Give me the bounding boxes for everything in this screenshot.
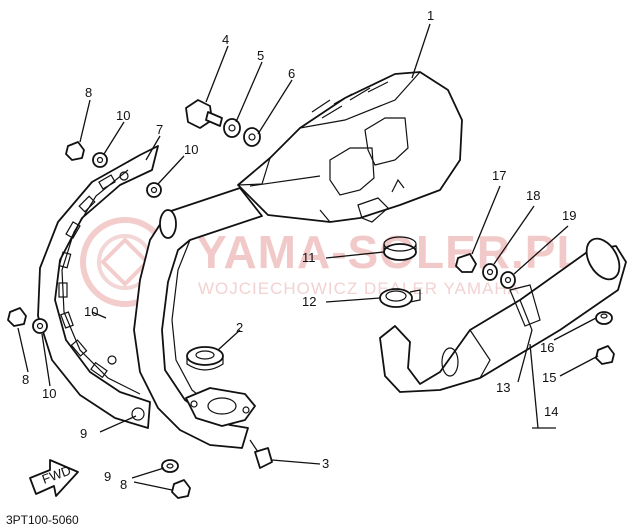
leader-lines (17, 23, 599, 491)
callout-16: 16 (540, 340, 554, 355)
callout-8-left: 8 (22, 372, 29, 387)
bolt-part-8-top (65, 141, 85, 161)
callout-4: 4 (222, 32, 229, 47)
washer-part-6 (243, 127, 261, 147)
callout-17: 17 (492, 168, 506, 183)
bolt-part-17 (455, 253, 477, 273)
callout-11: 11 (302, 250, 316, 265)
watermark-sub-text: WOJCIECHOWICZ DEALER YAMAHA (198, 279, 520, 298)
callout-15: 15 (542, 370, 556, 385)
flange-part (185, 387, 256, 427)
heat-protector-part-7 (37, 145, 159, 429)
washer-part-18 (482, 263, 498, 281)
callout-8-bottom: 8 (120, 477, 127, 492)
callout-10-right: 10 (84, 304, 98, 319)
forward-arrow-icon: FWD (29, 459, 79, 497)
callout-2: 2 (236, 320, 243, 335)
callout-10-left: 10 (42, 386, 56, 401)
gasket-part-2 (186, 346, 224, 371)
callout-7: 7 (156, 122, 163, 137)
silencer-part-13 (379, 237, 627, 393)
callout-3: 3 (322, 456, 329, 471)
callout-10-top: 10 (116, 108, 130, 123)
bolt-part-8-left (7, 307, 27, 327)
bolt-part-8-bottom (171, 479, 191, 499)
callout-13: 13 (496, 380, 510, 395)
muffler-part-1 (237, 71, 463, 223)
washer-part-10-top (92, 152, 108, 168)
callout-numbers: 1 2 3 4 5 6 7 8 8 8 9 9 10 10 10 10 11 1… (22, 8, 576, 492)
washer-part-5 (223, 118, 241, 138)
callout-9-mid: 9 (80, 426, 87, 441)
callout-9-bottom: 9 (104, 469, 111, 484)
callout-19: 19 (562, 208, 576, 223)
callout-12: 12 (302, 294, 316, 309)
washer-part-10-mid (146, 182, 162, 198)
callout-5: 5 (257, 48, 264, 63)
damper-part-16 (595, 311, 613, 325)
washer-part-10-left (32, 318, 48, 334)
bolt-part-4 (185, 99, 223, 129)
callout-18: 18 (526, 188, 540, 203)
bolt-part-3 (249, 439, 273, 469)
washer-part-19 (500, 271, 516, 289)
callout-1: 1 (427, 8, 434, 23)
callout-6: 6 (288, 66, 295, 81)
washer-part-9-bottom (161, 459, 179, 473)
callout-8-top: 8 (85, 85, 92, 100)
bolt-part-15 (595, 345, 615, 365)
diagram-code: 3PT100-5060 (6, 513, 79, 527)
callout-14: 14 (544, 404, 558, 419)
clamp-part-12 (379, 288, 421, 308)
callout-10-mid: 10 (184, 142, 198, 157)
